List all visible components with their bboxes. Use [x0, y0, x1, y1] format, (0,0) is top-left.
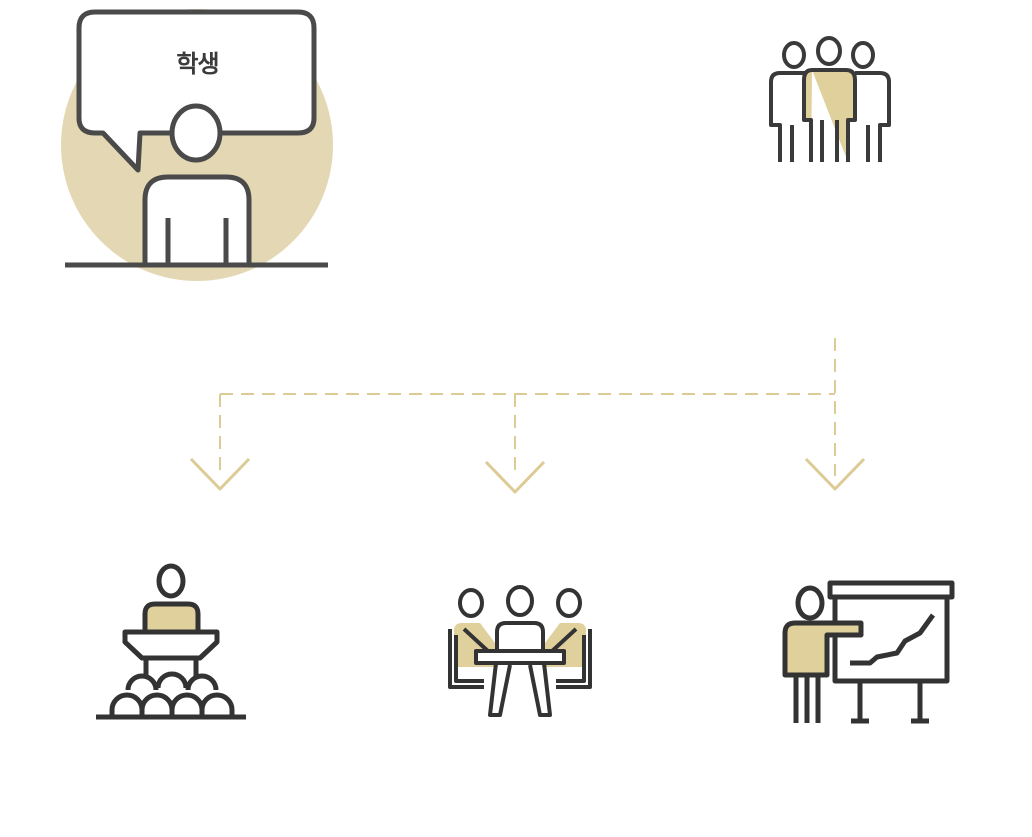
group-figure — [760, 30, 900, 170]
student-label: 학생 — [176, 50, 219, 78]
student-speech-icon — [61, 9, 333, 281]
lecture-figure — [92, 560, 252, 725]
student-illustration — [0, 0, 360, 300]
meeting-figure — [440, 585, 605, 725]
lecture-audience-icon — [96, 563, 246, 720]
meeting-table-icon — [448, 585, 592, 717]
arrow-left-icon — [189, 457, 251, 491]
arrow-right-icon — [804, 457, 866, 491]
presentation-board-icon — [782, 580, 955, 724]
presentation-figure — [775, 575, 965, 730]
group-icon — [769, 36, 891, 162]
arrow-center-icon — [484, 460, 546, 494]
